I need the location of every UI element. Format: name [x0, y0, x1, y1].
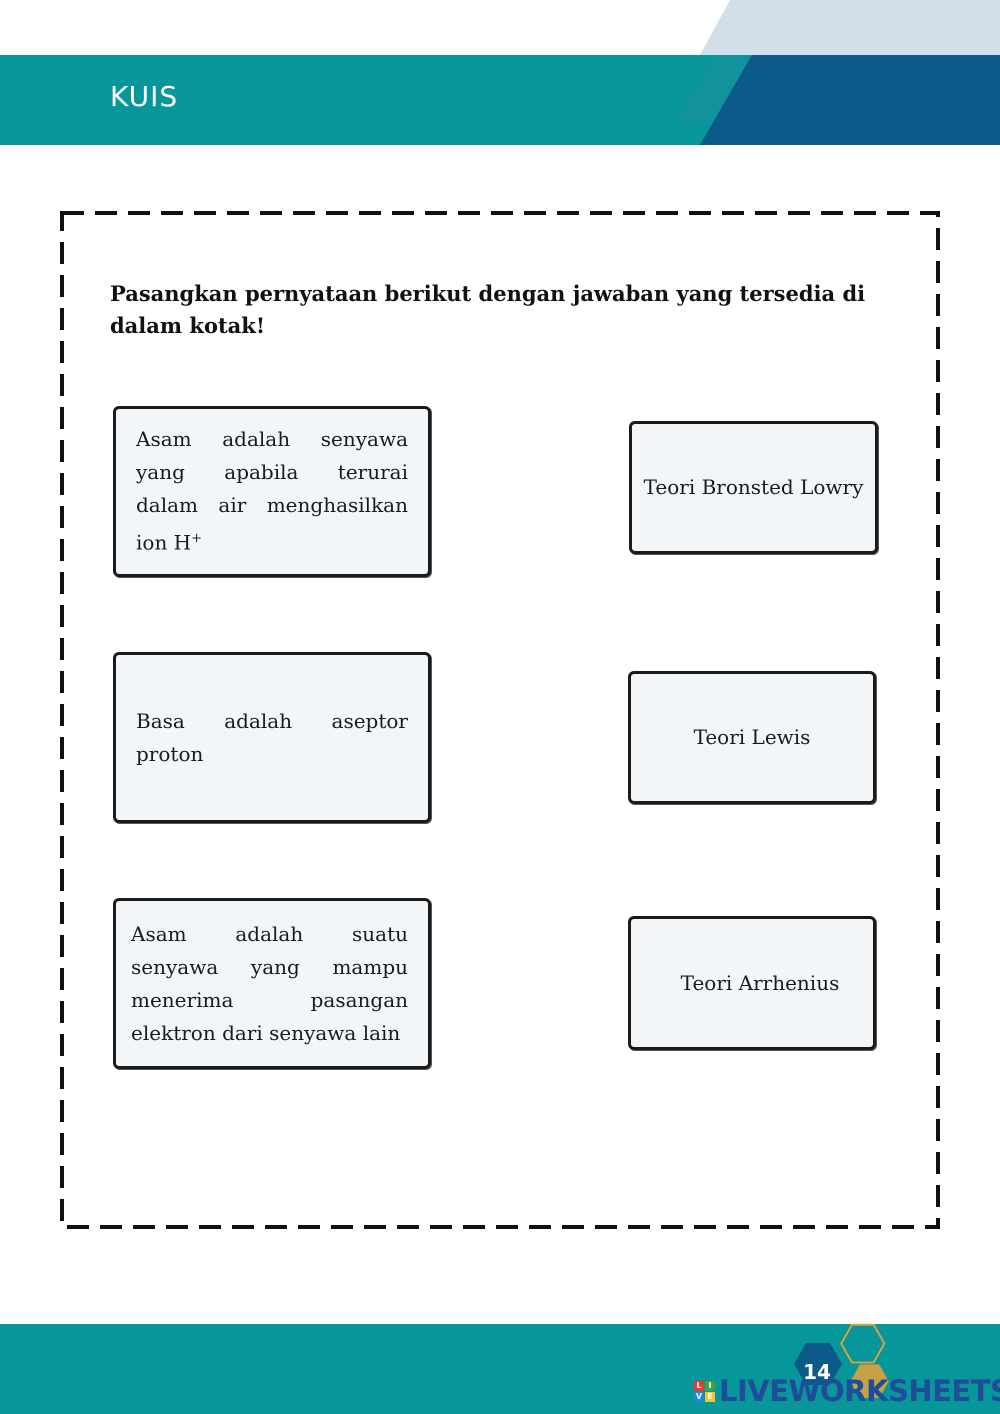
- statement-text-1: Asam adalah senyawa yang apabila terurai…: [136, 427, 408, 555]
- statement-card-3[interactable]: Asam adalah suatu senyawa yang mampu men…: [113, 898, 431, 1069]
- answer-card-bronsted-lowry[interactable]: Teori Bronsted Lowry: [629, 421, 878, 554]
- answer-card-lewis[interactable]: Teori Lewis: [628, 671, 876, 804]
- statement-superscript-1: +: [191, 531, 203, 547]
- liveworksheets-logo[interactable]: L I V E LIVEWORKSHEETS: [694, 1374, 1000, 1408]
- page-number: 14: [803, 1360, 831, 1384]
- page-title: KUIS: [110, 80, 179, 113]
- answer-text-2: Teori Lewis: [693, 725, 811, 749]
- statement-text-3: Asam adalah suatu senyawa yang mampu men…: [131, 921, 408, 1045]
- statement-card-2[interactable]: Basa adalah aseptor proton: [113, 652, 431, 823]
- logo-letters-icon: L I V E: [694, 1380, 715, 1402]
- brand-name: LIVEWORKSHEETS: [719, 1374, 1000, 1408]
- answer-card-arrhenius[interactable]: Teori Arrhenius: [628, 916, 876, 1050]
- answer-text-3: Teori Arrhenius: [680, 970, 840, 995]
- quiz-instruction: Pasangkan pernyataan berikut dengan jawa…: [110, 281, 866, 338]
- answer-text-1: Teori Bronsted Lowry: [643, 475, 864, 499]
- header-decoration: [700, 0, 1000, 55]
- header-band: [0, 55, 1000, 145]
- statement-card-1[interactable]: Asam adalah senyawa yang apabila terurai…: [113, 406, 431, 577]
- quiz-frame: [60, 211, 940, 1229]
- statement-text-2: Basa adalah aseptor proton: [136, 708, 408, 766]
- hexagon-decoration: [794, 1323, 889, 1398]
